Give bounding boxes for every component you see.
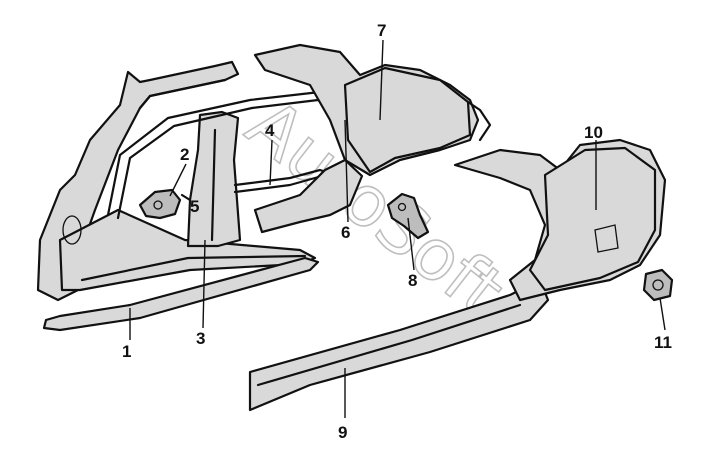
part-rear-quarter-upper xyxy=(253,43,492,177)
callout-1: 1 xyxy=(122,342,131,361)
part-c-pillar-inner xyxy=(253,158,364,234)
callout-4: 4 xyxy=(265,121,275,140)
callout-7: 7 xyxy=(377,21,386,40)
callout-11: 11 xyxy=(654,333,672,352)
part-door-hinge xyxy=(138,188,192,220)
callout-3: 3 xyxy=(196,329,205,348)
leader-lines xyxy=(129,39,666,418)
callout-9: 9 xyxy=(338,423,347,442)
part-rear-quarter-outer xyxy=(453,138,667,302)
part-clip xyxy=(642,268,674,302)
callout-5: 5 xyxy=(190,197,199,216)
callout-6: 6 xyxy=(341,223,350,242)
part-b-pillar xyxy=(186,110,242,248)
callout-labels: 1 2 3 4 5 6 7 8 9 10 11 xyxy=(122,21,672,442)
callout-2: 2 xyxy=(180,145,189,164)
part-rocker-sill xyxy=(42,256,550,412)
part-latch-bracket xyxy=(386,192,430,240)
callout-8: 8 xyxy=(408,271,417,290)
part-front-side-frame xyxy=(36,60,317,302)
callout-10: 10 xyxy=(584,123,603,142)
